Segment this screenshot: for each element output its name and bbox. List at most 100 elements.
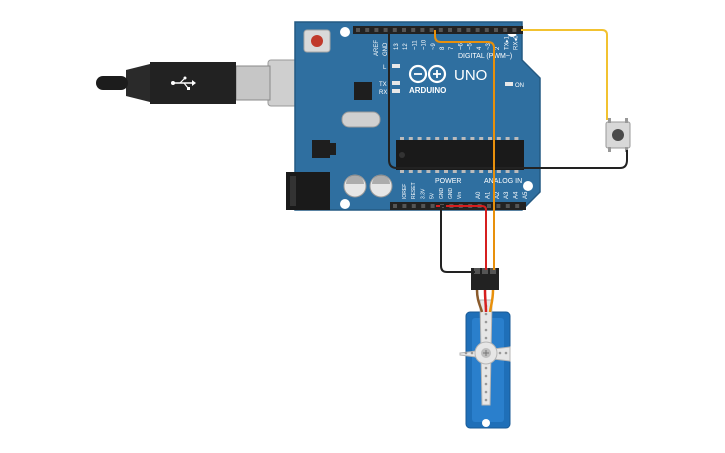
chip-pin <box>426 137 431 140</box>
digital-pin-label: ~10 <box>422 39 428 50</box>
pin-hole[interactable] <box>429 28 434 32</box>
digital-header[interactable] <box>353 26 523 34</box>
pin-hole[interactable] <box>466 28 471 32</box>
pin-hole[interactable] <box>505 204 510 208</box>
horn-hole <box>504 351 508 355</box>
pin-hole[interactable] <box>512 28 517 32</box>
pushbutton-icon[interactable] <box>605 118 631 152</box>
pin-hole[interactable] <box>496 204 501 208</box>
wire-yellow-pin2-to-button[interactable] <box>521 29 608 120</box>
mount-hole <box>340 199 350 209</box>
pin-hole[interactable] <box>438 28 443 32</box>
servo-horn[interactable] <box>459 299 511 406</box>
brand-label: ARDUINO <box>409 86 446 95</box>
power-pin-label: Vin <box>457 192 463 199</box>
servo-motor-icon[interactable] <box>459 268 511 429</box>
pin-hole[interactable] <box>475 28 480 32</box>
mount-hole <box>523 181 533 191</box>
power-pin-label: GND <box>448 188 454 200</box>
horn-hole <box>484 374 488 378</box>
servo-mount-hole <box>482 419 490 427</box>
servo-lead-orange <box>488 289 495 313</box>
pin-hole[interactable] <box>365 28 370 32</box>
digital-pin-label: ~11 <box>412 40 418 50</box>
chip-pin <box>479 170 484 173</box>
horn-hole <box>484 366 488 370</box>
voltage-regulator <box>312 140 330 158</box>
pin-hole[interactable] <box>484 28 489 32</box>
digital-pin-label: ~9 <box>431 42 437 50</box>
pin-hole[interactable] <box>448 28 452 32</box>
analog-pin-label: A2 <box>495 191 501 199</box>
status-leds: L TX RX <box>379 64 400 96</box>
pin-hole[interactable] <box>487 204 491 208</box>
reset-button-icon[interactable] <box>303 29 331 53</box>
chip-pin <box>417 170 422 173</box>
analog-pin-label: A4 <box>514 191 520 199</box>
servo-connector-pin <box>490 268 496 274</box>
power-header-label: POWER <box>435 178 461 185</box>
led-l <box>392 64 400 68</box>
pin-hole[interactable] <box>430 204 435 208</box>
pin-hole[interactable] <box>411 204 416 208</box>
pin-hole[interactable] <box>411 28 416 32</box>
led-rx <box>392 89 400 93</box>
pushbutton-cap[interactable] <box>612 129 624 141</box>
pin-hole[interactable] <box>383 28 388 32</box>
horn-hole <box>484 320 488 324</box>
analog-pin-label: A3 <box>504 191 510 199</box>
usb-metal-shell <box>235 65 271 101</box>
digital-pin-holes <box>356 28 517 32</box>
analog-pin-label: A1 <box>485 191 491 199</box>
led-tx-label: TX <box>379 82 387 88</box>
pin-hole[interactable] <box>457 28 462 32</box>
chip-pin <box>452 170 457 173</box>
chip-pin <box>408 170 413 173</box>
servo-lead-brown <box>475 289 484 313</box>
chip-pin <box>479 137 484 140</box>
horn-hole <box>484 336 488 340</box>
digital-pin-label: 13 <box>394 43 400 50</box>
power-pin-label: 5V <box>430 192 436 199</box>
chip-pin <box>496 170 501 173</box>
pin-hole[interactable] <box>402 28 406 32</box>
horn-hole <box>470 351 474 355</box>
wire-orange-pin9-to-servo[interactable] <box>434 30 495 270</box>
pin-hole[interactable] <box>402 204 407 208</box>
power-pin-label: IOREF <box>402 184 408 199</box>
horn-hole <box>484 312 488 316</box>
wire-black-gnd-to-button[interactable] <box>388 30 628 169</box>
digital-pin-label: ~6 <box>458 42 464 50</box>
digital-pin-label: 12 <box>403 43 409 50</box>
model-label: UNO <box>454 67 487 84</box>
pin-hole[interactable] <box>420 28 425 32</box>
usb-cable-wire <box>96 76 128 90</box>
chip-pin <box>496 137 501 140</box>
digital-pin-label: 8 <box>440 46 446 50</box>
pin-hole[interactable] <box>503 28 508 32</box>
digital-pin-label: TX▸1 <box>504 35 510 50</box>
chip-pin <box>408 137 413 140</box>
wire-red-5v-to-servo[interactable] <box>436 205 487 270</box>
crystal-oscillator <box>341 111 381 128</box>
pin-hole[interactable] <box>494 28 498 32</box>
arduino-logo-icon <box>408 64 447 84</box>
pin-hole[interactable] <box>421 204 426 208</box>
pin-hole[interactable] <box>374 28 379 32</box>
capacitors <box>343 174 393 198</box>
horn-hole <box>484 398 488 402</box>
pin-hole[interactable] <box>392 28 397 32</box>
on-label: ON <box>515 83 524 89</box>
pin-hole[interactable] <box>356 28 360 32</box>
pin-hole[interactable] <box>515 204 520 208</box>
wire-black-gnd-to-servo[interactable] <box>440 205 475 273</box>
digital-pin-label: RX◂0 <box>514 35 520 50</box>
chip-pin <box>444 137 448 140</box>
gnd-label: GND <box>383 42 389 56</box>
pin-hole[interactable] <box>393 204 397 208</box>
